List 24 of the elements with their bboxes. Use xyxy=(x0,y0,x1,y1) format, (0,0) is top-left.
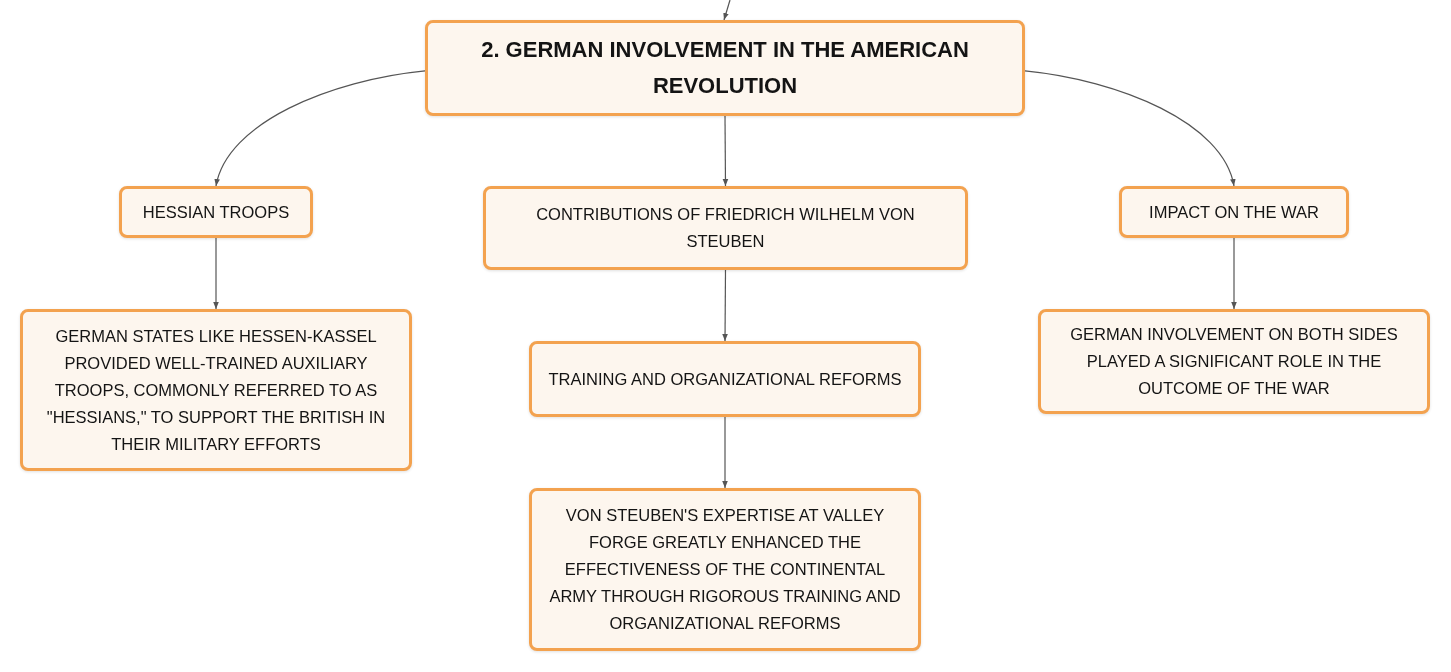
central-topic-box xyxy=(425,20,1025,116)
connector-arrow xyxy=(723,0,731,21)
topic-label: VON STEUBEN'S EXPERTISE AT VALLEY FORGE GREATLY ENHANCED THE EFFECTIVENESS OF THE CONTINENTAL ARMY THROUGH RIGOROUS TRAINING AND ORGANIZATIONAL REFORMS xyxy=(548,505,902,634)
topic-box xyxy=(483,186,968,270)
connector-arrow xyxy=(213,237,219,310)
topic-label: CONTRIBUTIONS OF FRIEDRICH WILHELM VON STEUBEN xyxy=(535,204,916,252)
topic-box xyxy=(20,309,412,471)
connector-arrow xyxy=(722,115,729,187)
connector-arrow xyxy=(215,70,426,187)
topic-title: 2. GERMAN INVOLVEMENT IN THE AMERICAN REVOLUTION xyxy=(480,36,970,100)
topic-box xyxy=(529,488,921,651)
topic-box xyxy=(529,341,921,417)
connector-arrow xyxy=(722,269,728,342)
topic-box xyxy=(119,186,313,238)
topic-label: TRAINING AND ORGANIZATIONAL REFORMS xyxy=(548,368,902,390)
topic-label: HESSIAN TROOPS xyxy=(142,201,290,223)
connector-arrow xyxy=(1231,237,1237,310)
connector-arrow xyxy=(1024,70,1235,187)
connector-arrow xyxy=(722,416,728,489)
topic-box xyxy=(1119,186,1349,238)
topic-label: GERMAN INVOLVEMENT ON BOTH SIDES PLAYED A SIGNIFICANT ROLE IN THE OUTCOME OF THE WAR xyxy=(1069,324,1399,399)
topic-label: IMPACT ON THE WAR xyxy=(1149,201,1319,223)
topic-label: GERMAN STATES LIKE HESSEN-KASSEL PROVIDED WELL-TRAINED AUXILIARY TROOPS, COMMONLY REFERRED TO AS "HESSIANS," TO SUPPORT THE BRITISH IN THEIR MILITARY EFFORTS xyxy=(45,325,387,455)
topic-box xyxy=(1038,309,1430,414)
